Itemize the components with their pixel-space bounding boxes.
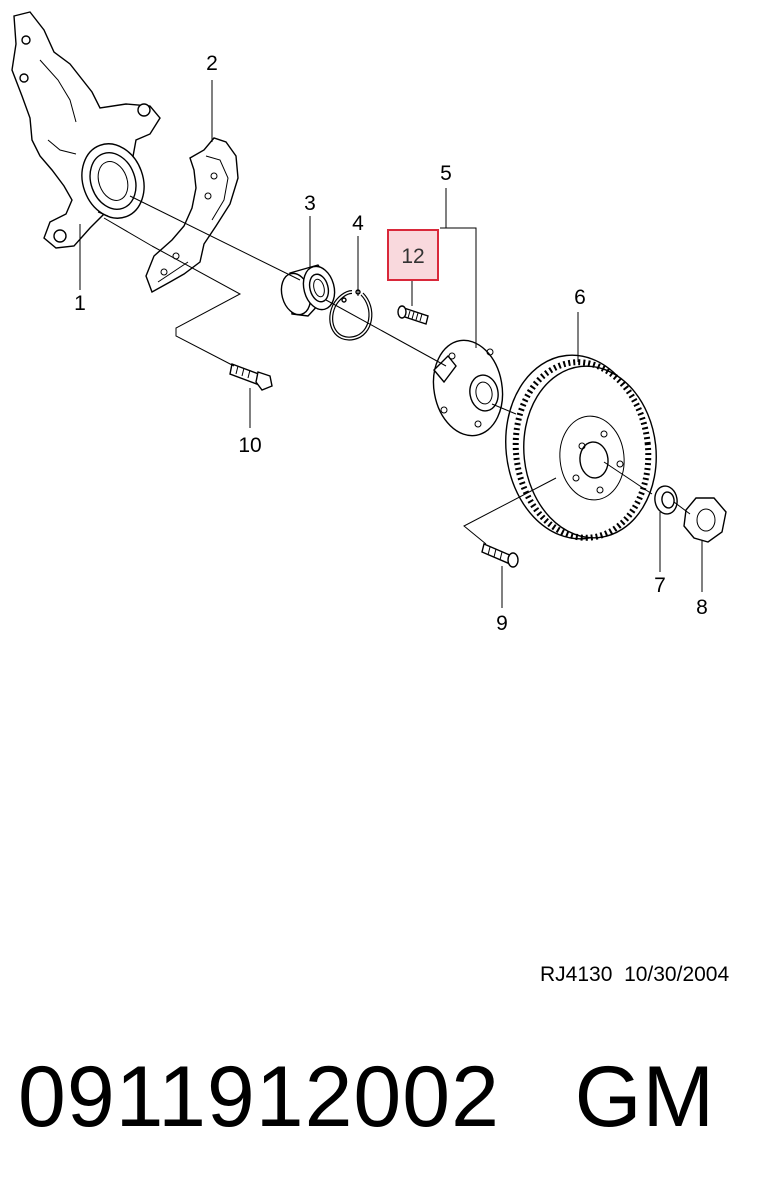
callout-7: 7 — [654, 574, 666, 597]
highlight-box — [387, 229, 439, 281]
callout-9: 9 — [496, 612, 508, 635]
callout-3: 3 — [304, 192, 316, 215]
hex-nut-part-8 — [683, 497, 727, 543]
brake-disc-part-6 — [505, 354, 657, 541]
callout-4: 4 — [352, 212, 364, 235]
callout-5: 5 — [440, 162, 452, 185]
callout-labels: 1 2 3 4 5 6 7 8 9 10 12 — [74, 52, 708, 635]
snap-ring-part-4 — [329, 289, 373, 341]
exploded-parts-diagram: 1 2 3 4 5 6 7 8 9 10 12 — [11, 11, 727, 635]
callout-2: 2 — [206, 52, 218, 75]
drawing-date: 10/30/2004 — [624, 963, 730, 986]
callout-1: 1 — [74, 292, 86, 315]
drawing-ref-code: RJ4130 — [540, 963, 613, 986]
hub-bolt-part-12 — [397, 305, 429, 325]
brand-name: GM — [574, 1049, 716, 1145]
callout-8: 8 — [696, 596, 708, 619]
part-number-line: 0911912002 GM — [18, 1048, 715, 1147]
steering-knuckle-part-1 — [11, 11, 161, 249]
callout-12-highlighted: 12 — [401, 245, 424, 268]
part-number: 0911912002 — [18, 1049, 500, 1145]
dust-shield-part-2 — [145, 137, 239, 294]
drawing-reference: RJ4130 10/30/2004 — [540, 963, 729, 987]
screw-part-9 — [481, 543, 519, 568]
leader-lines — [79, 80, 703, 608]
washer-part-7 — [654, 485, 678, 515]
wheel-bearing-part-3 — [280, 264, 336, 317]
callout-10: 10 — [238, 434, 261, 457]
wheel-hub-part-5 — [432, 339, 504, 437]
bolt-part-10 — [229, 363, 273, 391]
callout-6: 6 — [574, 286, 586, 309]
